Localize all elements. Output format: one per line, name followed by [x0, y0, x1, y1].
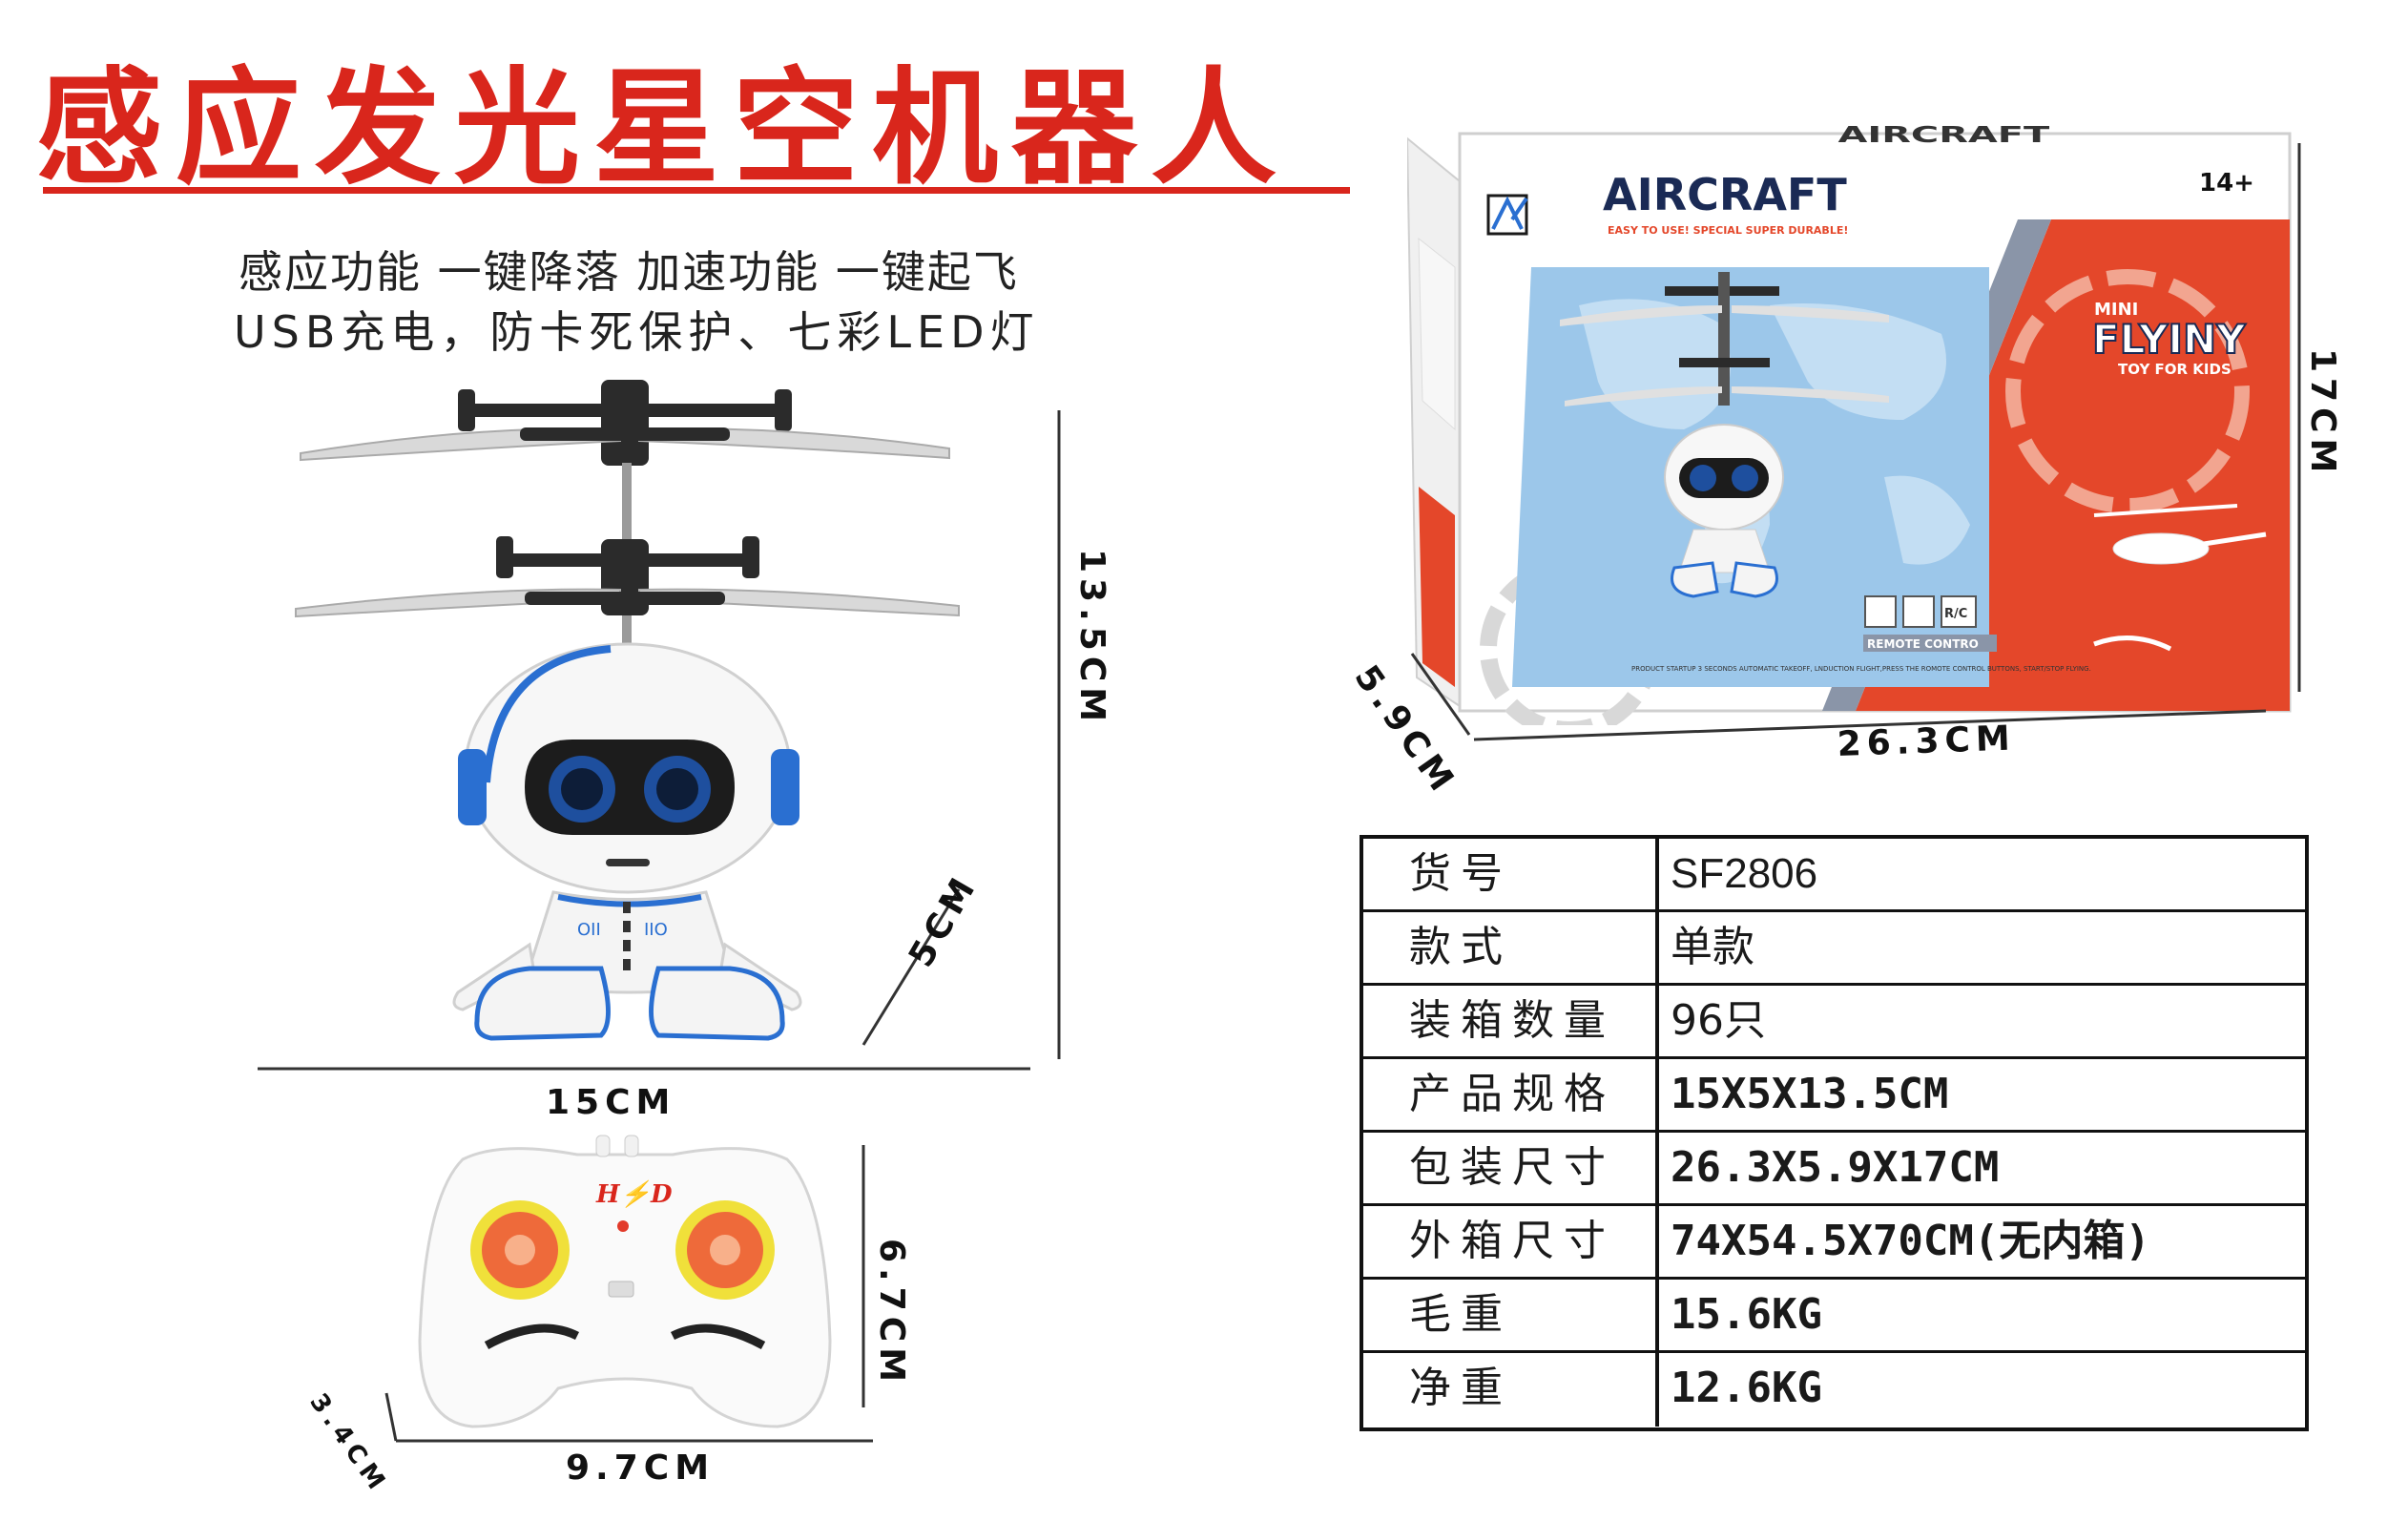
box-brand: AIRCRAFT — [1603, 169, 1847, 220]
svg-text:IIO: IIO — [644, 920, 668, 940]
spec-value: 15.6KG — [1671, 1290, 1822, 1339]
spec-row-package-size: 包装尺寸 26.3X5.9X17CM — [1363, 1133, 2305, 1206]
box-age-label: 14+ — [2199, 169, 2254, 198]
spec-label: 货号 — [1363, 839, 1659, 909]
spec-row-carton-size: 外箱尺寸 74X54.5X70CM(无内箱) — [1363, 1206, 2305, 1280]
remote-width-label: 9.7CM — [566, 1448, 716, 1488]
svg-text:OII: OII — [577, 920, 601, 940]
spec-value: 单款 — [1671, 923, 1754, 971]
spec-label: 净重 — [1363, 1353, 1659, 1427]
spec-label: 款式 — [1363, 912, 1659, 983]
box-instructions: PRODUCT STARTUP 3 SECONDS AUTOMATIC TAKE… — [1631, 665, 2091, 673]
title-underline — [43, 187, 1350, 194]
box-height-label: 17CM — [2303, 348, 2342, 479]
spec-table: 货号 SF2806 款式 单款 装箱数量 96只 产品规格 15X5X13.5C… — [1360, 835, 2309, 1431]
spec-row-item-number: 货号 SF2806 — [1363, 839, 2305, 912]
helicopter-icon — [2093, 504, 2267, 565]
box-product-name: FLYINY — [2092, 316, 2246, 363]
spec-value: 12.6KG — [1671, 1364, 1822, 1412]
box-mini-label: MINI — [2094, 300, 2138, 320]
robot-body: OII IIO — [452, 890, 802, 1041]
robot-drone-illustration: OII IIO — [295, 380, 960, 1041]
spec-value: 15X5X13.5CM — [1671, 1070, 1949, 1118]
spec-label: 包装尺寸 — [1363, 1133, 1659, 1203]
spec-label: 产品规格 — [1363, 1059, 1659, 1130]
spec-row-packing-qty: 装箱数量 96只 — [1363, 986, 2305, 1059]
box-dimension-lines — [1410, 143, 2301, 741]
spec-label: 毛重 — [1363, 1280, 1659, 1350]
spec-row-gross-weight: 毛重 15.6KG — [1363, 1280, 2305, 1353]
spec-value: SF2806 — [1671, 850, 1818, 897]
remote-controller-illustration: H⚡D — [418, 1135, 832, 1428]
spec-value: 26.3X5.9X17CM — [1671, 1143, 2000, 1192]
remote-logo: H⚡D — [595, 1179, 673, 1209]
spec-label: 装箱数量 — [1363, 986, 1659, 1056]
rc-icon — [1941, 595, 1977, 628]
remote-dimension-lines — [384, 1145, 873, 1443]
box-rc-label: R/C — [1944, 607, 1967, 621]
package-box-illustration: AIRCRAFT AIRCRAFT EASY TO USE! SPECIAL S… — [1407, 122, 2292, 725]
box-top-flap-text: AIRCRAFT — [1838, 122, 2050, 148]
house-icon — [1902, 595, 1935, 628]
spec-row-net-weight: 净重 12.6KG — [1363, 1353, 2305, 1427]
feature-line-2: USB充电，防卡死保护、七彩LED灯 — [234, 306, 1040, 358]
box-subtitle: TOY FOR KIDS — [2118, 361, 2232, 378]
box-remote-label: REMOTE CONTRO — [1867, 637, 1979, 651]
robot-width-label: 15CM — [546, 1083, 676, 1122]
robot-height-label: 13.5CM — [1072, 549, 1111, 728]
spec-row-style: 款式 单款 — [1363, 912, 2305, 986]
rotor-shaft — [622, 463, 632, 549]
box-width-label: 26.3CM — [1837, 719, 2017, 764]
page-title: 感应发光星空机器人 — [36, 55, 1290, 202]
spec-label: 外箱尺寸 — [1363, 1206, 1659, 1277]
hand-icon — [2093, 635, 2172, 652]
feature-line-1: 感应功能 一键降落 加速功能 一键起飞 — [239, 246, 1019, 298]
lower-rotor — [295, 536, 960, 618]
remote-height-label: 6.7CM — [872, 1239, 911, 1388]
box-slogan: EASY TO USE! SPECIAL SUPER DURABLE! — [1608, 224, 1848, 237]
robot-head — [458, 642, 799, 894]
light-bulb-icon — [1864, 595, 1897, 628]
spec-value: 74X54.5X70CM(无内箱) — [1671, 1217, 2150, 1265]
robot-dimension-lines — [258, 410, 1061, 1071]
upper-rotor — [300, 380, 950, 466]
spec-value: 96只 — [1671, 996, 1766, 1045]
spec-row-product-size: 产品规格 15X5X13.5CM — [1363, 1059, 2305, 1133]
